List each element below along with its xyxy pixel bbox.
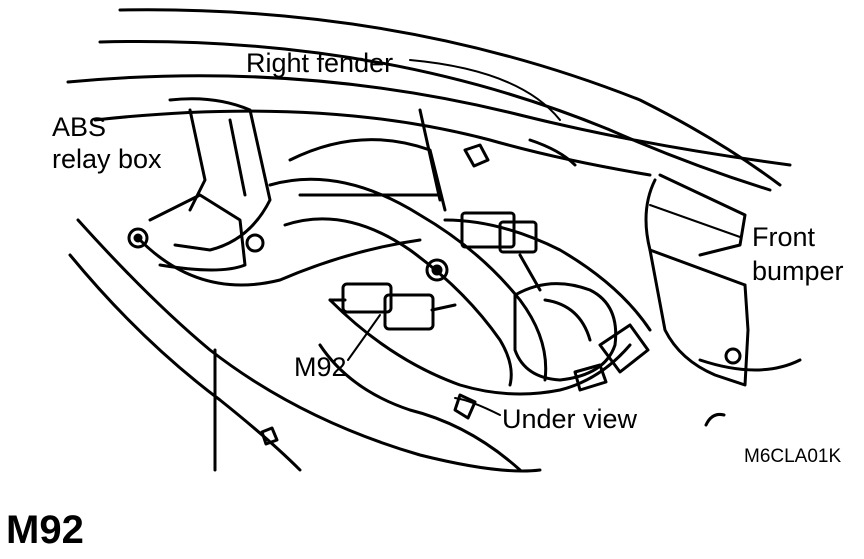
- misc-features: [260, 138, 726, 446]
- front-bumper-part: [644, 173, 802, 387]
- label-right-fender: Right fender: [246, 48, 394, 78]
- label-m92-connector: M92: [294, 352, 347, 382]
- wire-harness: [138, 218, 652, 396]
- figure-code: M6CLA01K: [744, 446, 842, 467]
- label-abs-line1: ABS: [52, 112, 107, 142]
- label-front-line1: Front: [752, 222, 816, 252]
- page-heading: M92: [6, 508, 84, 552]
- actuator-body: [513, 282, 618, 382]
- label-front-line2: bumper: [752, 256, 844, 286]
- label-abs-line2: relay box: [52, 144, 162, 174]
- abs-relay-box: [127, 97, 272, 272]
- body-sweep: [68, 218, 542, 473]
- right-connector: [573, 323, 650, 392]
- label-under-view: Under view: [502, 404, 638, 434]
- upper-connectors: [460, 211, 542, 292]
- m92-connector-drawing: [328, 282, 457, 331]
- fender-outline: [66, 8, 792, 192]
